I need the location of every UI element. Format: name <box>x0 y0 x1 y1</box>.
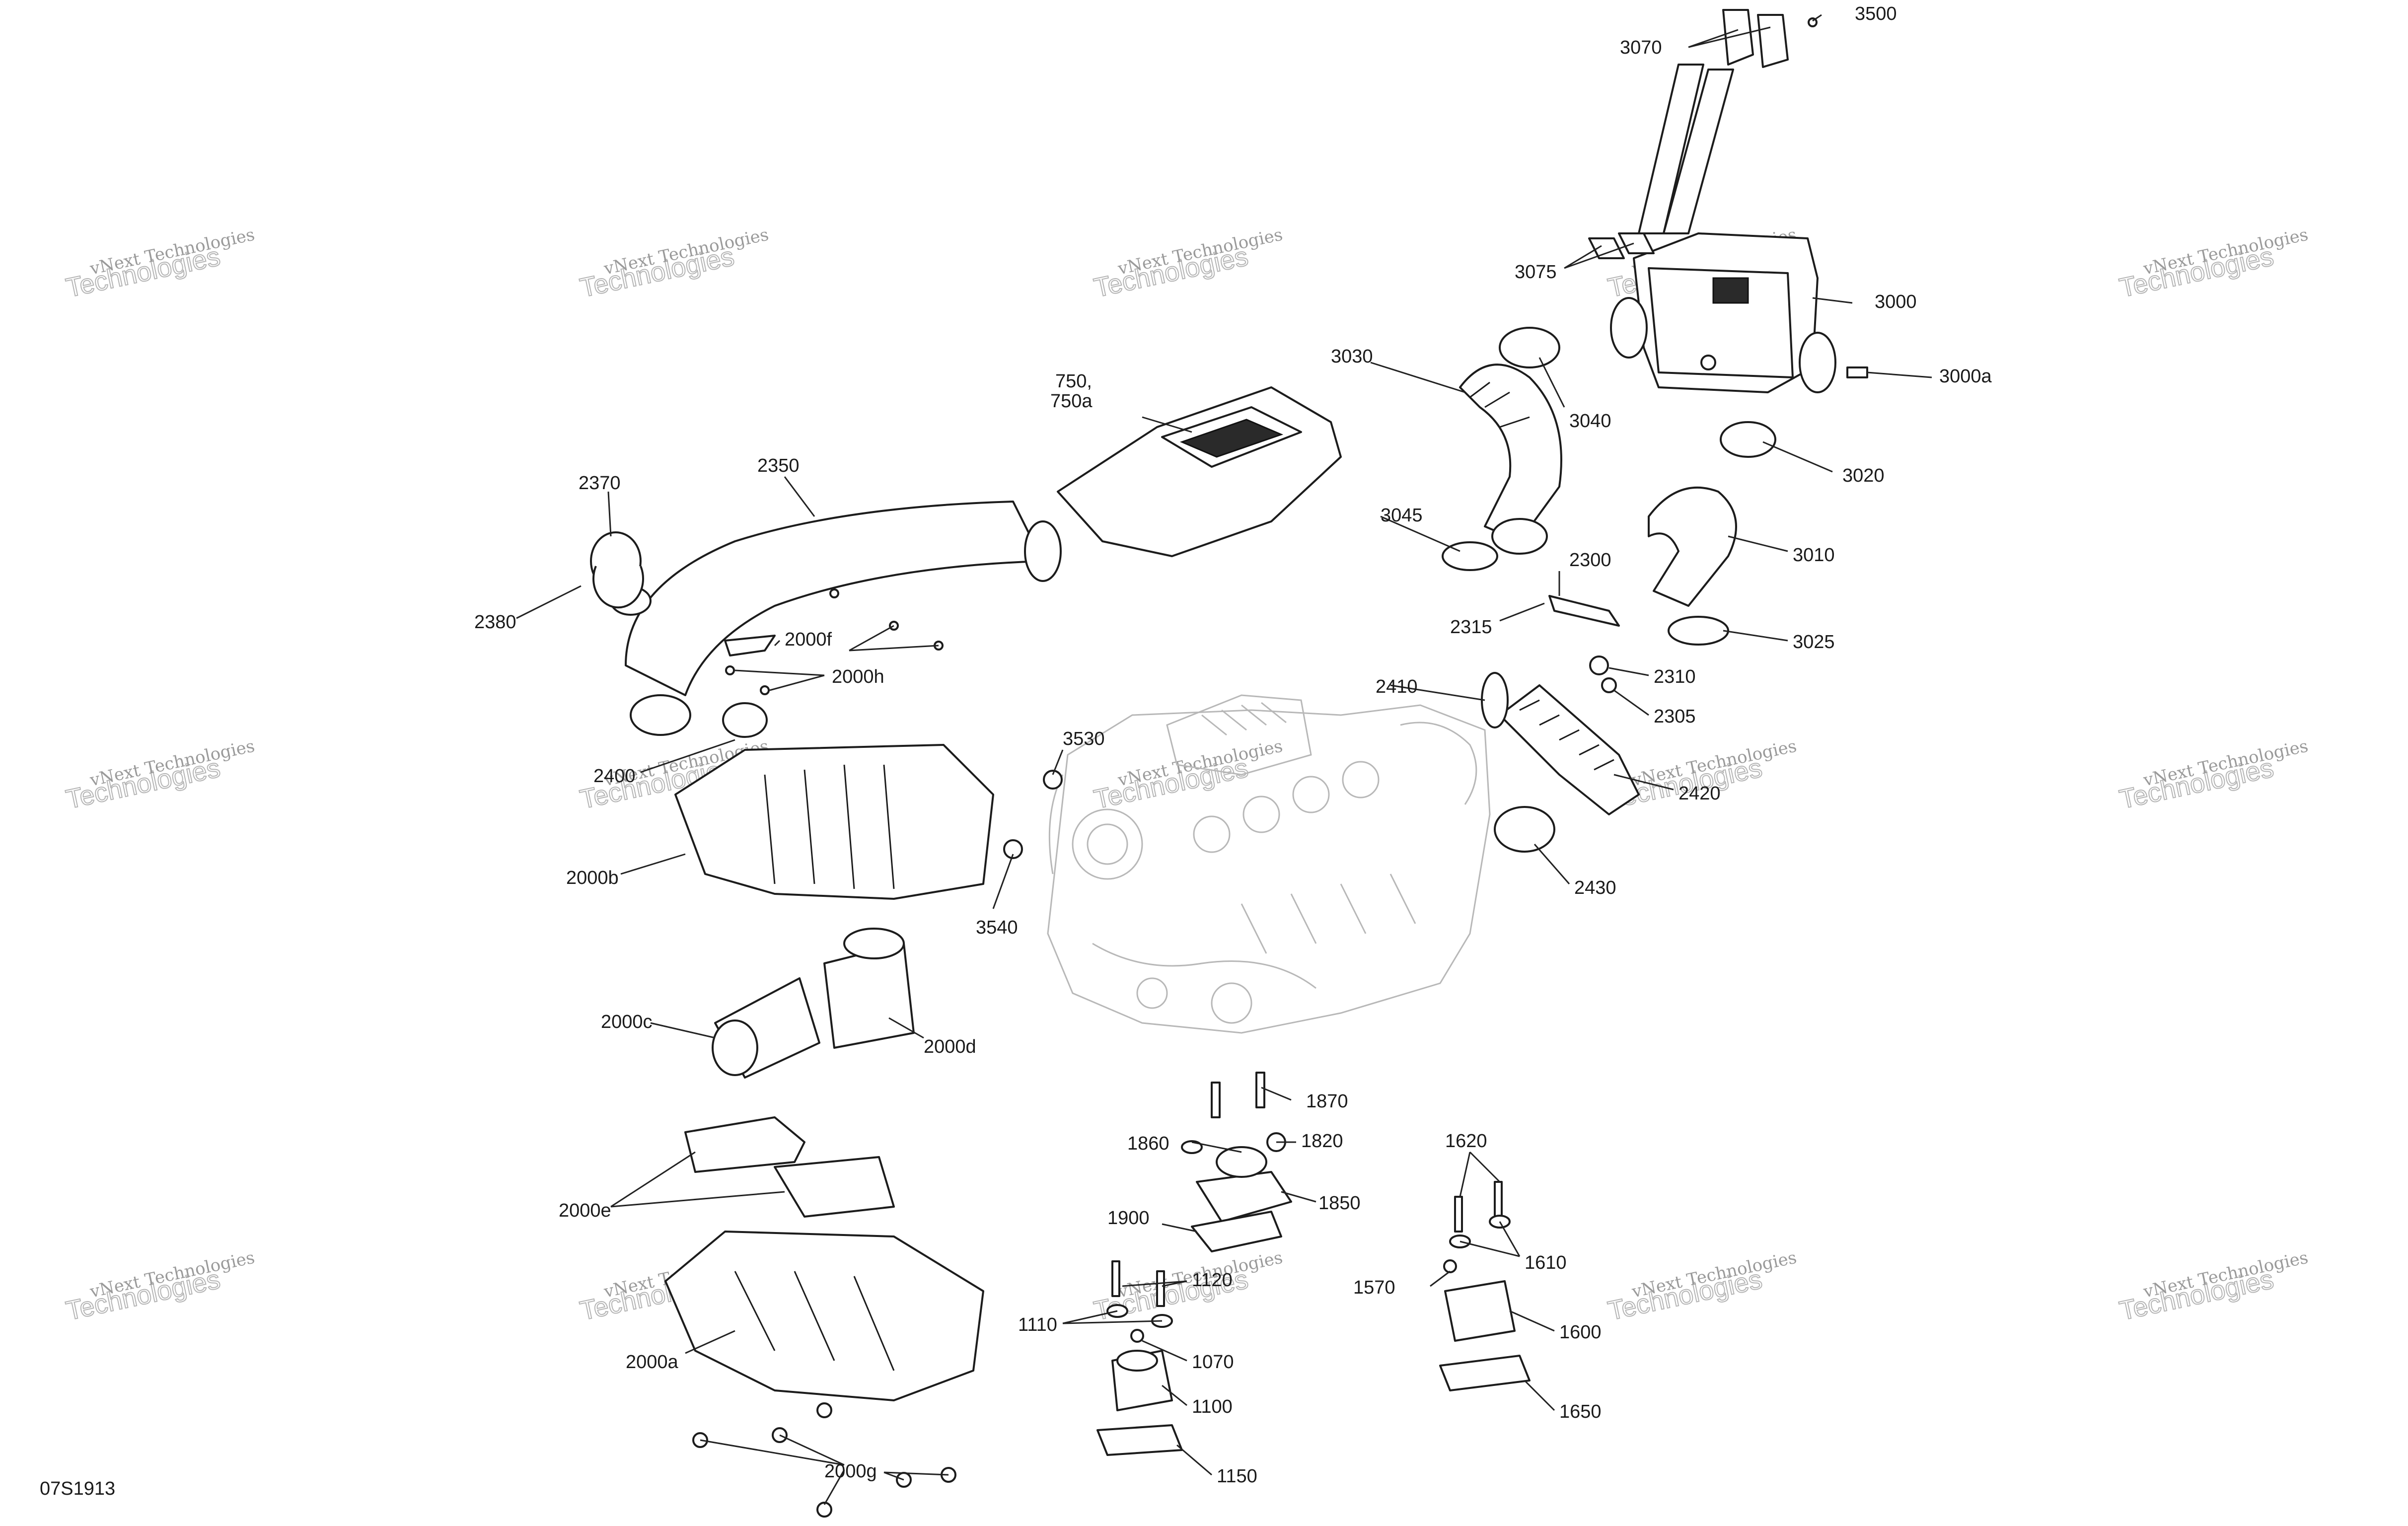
callout-750: 750, <box>1055 371 1092 392</box>
callout-2000g: 2000g <box>824 1461 877 1482</box>
callout-2000c: 2000c <box>601 1012 653 1032</box>
callout-1620: 1620 <box>1445 1131 1487 1152</box>
callout-2305: 2305 <box>1654 706 1696 727</box>
callout-3070: 3070 <box>1620 37 1662 58</box>
callout-2000f: 2000f <box>785 629 832 650</box>
callout-1610: 1610 <box>1525 1252 1567 1273</box>
callout-1600: 1600 <box>1559 1322 1602 1343</box>
callout-1900: 1900 <box>1107 1208 1150 1229</box>
callout-2000a: 2000a <box>626 1352 679 1373</box>
callout-2000d: 2000d <box>924 1036 976 1057</box>
callout-2000e: 2000e <box>559 1200 611 1221</box>
callout-2000b: 2000b <box>566 868 619 888</box>
callout-2370: 2370 <box>579 473 621 494</box>
callout-1070: 1070 <box>1192 1352 1234 1373</box>
hoses-right <box>1442 327 1776 853</box>
callout-2430: 2430 <box>1574 877 1616 898</box>
hardware <box>592 566 1511 1518</box>
engine-block <box>1047 694 1491 1034</box>
callout-3530: 3530 <box>1063 728 1105 749</box>
air-intake-duct <box>590 501 1062 738</box>
callout-1100: 1100 <box>1192 1396 1233 1417</box>
callout-1850: 1850 <box>1318 1193 1361 1214</box>
callout-3030: 3030 <box>1331 346 1373 367</box>
mounting-brackets <box>1588 9 1868 378</box>
oil-pan <box>664 1231 984 1401</box>
callout-2000h: 2000h <box>832 666 884 687</box>
callout-3075: 3075 <box>1515 262 1557 283</box>
callout-2420: 2420 <box>1678 783 1721 804</box>
engine-cover <box>1057 386 1342 557</box>
callout-1650: 1650 <box>1559 1401 1602 1422</box>
callout-3000a: 3000a <box>1939 366 1992 387</box>
callout-2380: 2380 <box>474 612 516 633</box>
callout-3020: 3020 <box>1842 465 1885 486</box>
callout-3040: 3040 <box>1569 411 1611 432</box>
callout-1150: 1150 <box>1217 1466 1257 1487</box>
callout-3010: 3010 <box>1793 545 1835 566</box>
intercooler <box>1610 232 1836 393</box>
callout-1860: 1860 <box>1127 1133 1169 1154</box>
callout-2310: 2310 <box>1654 666 1696 687</box>
callout-1120: 1120 <box>1192 1270 1233 1291</box>
callout-3540: 3540 <box>976 917 1018 938</box>
callout-3500: 3500 <box>1855 3 1897 24</box>
leader-lines <box>516 14 1932 1505</box>
callout-1110: 1110 <box>1018 1314 1057 1335</box>
callout-3045: 3045 <box>1381 505 1423 526</box>
callout-2315: 2315 <box>1450 617 1492 638</box>
callout-2300: 2300 <box>1569 550 1611 571</box>
callout-2410: 2410 <box>1376 676 1418 697</box>
intake-manifold <box>674 744 994 1218</box>
callout-2400: 2400 <box>593 766 636 787</box>
callout-1870: 1870 <box>1306 1091 1348 1112</box>
callout-3000: 3000 <box>1875 291 1917 312</box>
callout-3025: 3025 <box>1793 632 1835 653</box>
engine-mounts <box>1096 1146 1531 1456</box>
callout-labels: 3500 3070 3075 3000 3000a 3030 3040 3020… <box>474 3 1992 1487</box>
callout-2350: 2350 <box>757 455 800 476</box>
callout-1570: 1570 <box>1353 1277 1395 1298</box>
callout-750a: 750a <box>1050 391 1093 412</box>
drawing-id: 07S1913 <box>40 1478 115 1499</box>
callout-1820: 1820 <box>1301 1131 1343 1152</box>
